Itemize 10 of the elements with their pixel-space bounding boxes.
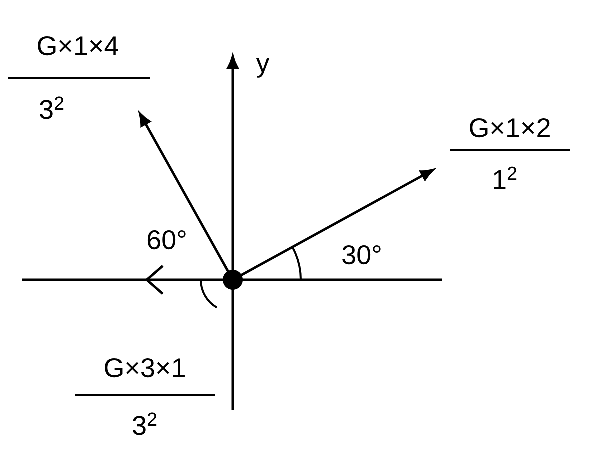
- angle-label: 60°: [148, 230, 186, 250]
- axis-label: y: [256, 58, 270, 78]
- force-label: G×1×2: [470, 118, 550, 138]
- force-label: 3$^{2}$: [133, 412, 157, 436]
- force-label: 1$^{2}$: [494, 166, 517, 190]
- angle-label: 30°: [342, 245, 381, 265]
- force-label: 3$^{2}$: [40, 96, 64, 120]
- force-label: G×3×1: [105, 358, 185, 378]
- point-mass: [223, 270, 243, 290]
- force-label: G×1×4: [38, 36, 118, 56]
